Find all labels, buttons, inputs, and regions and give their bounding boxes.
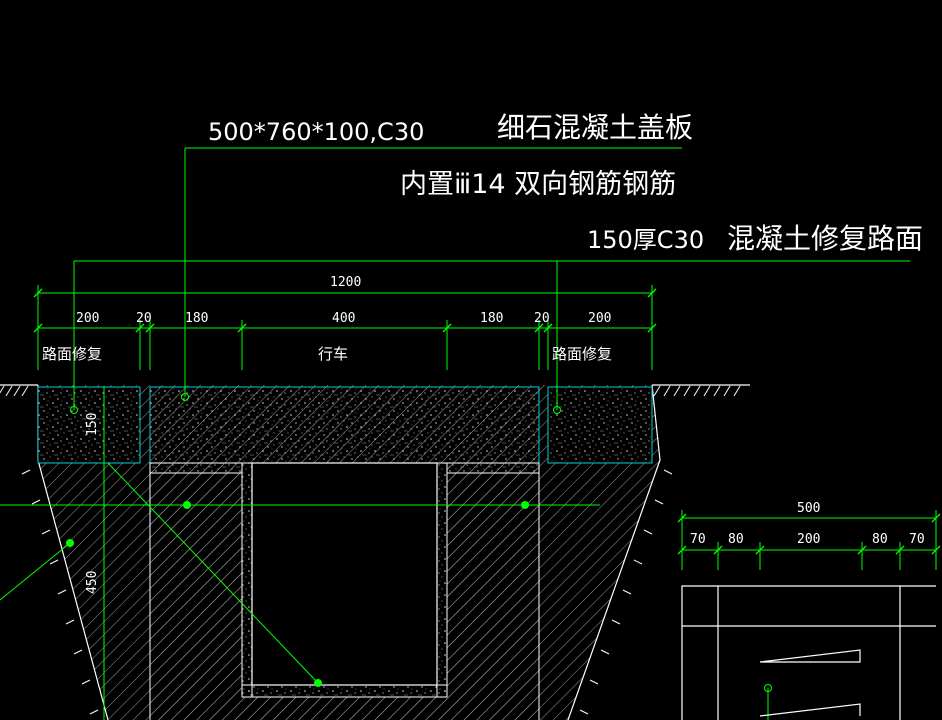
detail-seg-2: 200 — [797, 532, 820, 547]
channel-structure — [149, 462, 540, 720]
dim-seg-2: 180 — [185, 311, 208, 326]
dim-seg-4: 180 — [480, 311, 503, 326]
detail-dimension-lines — [681, 510, 937, 570]
cover-name-label: 细石混凝土盖板 — [497, 111, 693, 144]
dim-seg-0: 200 — [76, 311, 99, 326]
zone-left-label: 路面修复 — [42, 345, 102, 363]
dimension-ticks-top — [33, 288, 657, 333]
detail-seg-0: 70 — [690, 532, 706, 547]
cover-slab — [149, 386, 540, 464]
dim-seg-6: 200 — [588, 311, 611, 326]
leader-dots — [66, 501, 772, 692]
detail-dim-total: 500 — [797, 501, 820, 516]
dim-total: 1200 — [330, 275, 361, 290]
cover-plan-detail — [681, 585, 936, 720]
dim-seg-1: 20 — [136, 311, 152, 326]
rebar-note-label: 内置ⅲ14 双向钢筋钢筋 — [400, 169, 676, 200]
leader-lines — [0, 147, 910, 720]
earth-ticks — [0, 385, 741, 715]
pavement-repair-left — [37, 386, 141, 464]
detail-seg-4: 70 — [909, 532, 925, 547]
pave-spec-label: 150厚C30 — [587, 226, 704, 254]
zone-center-label: 行车 — [318, 345, 348, 363]
leader-end-circles — [70, 393, 561, 414]
pave-name-label: 混凝土修复路面 — [727, 222, 923, 255]
cover-spec-label: 500*760*100,C30 — [208, 118, 424, 146]
detail-dimension-ticks — [677, 513, 941, 555]
pavement-repair-right — [547, 386, 653, 464]
dim-segments-top: 200 20 180 400 180 20 200 — [76, 311, 611, 326]
detail-dim-segments: 70 80 200 80 70 — [690, 532, 925, 547]
detail-seg-3: 80 — [872, 532, 888, 547]
detail-seg-1: 80 — [728, 532, 744, 547]
zone-right-label: 路面修复 — [552, 345, 612, 363]
dim-wall-450: 450 — [85, 571, 100, 594]
dim-seg-3: 400 — [332, 311, 355, 326]
dim-seg-5: 20 — [534, 311, 550, 326]
dim-slab-150: 150 — [85, 413, 100, 436]
